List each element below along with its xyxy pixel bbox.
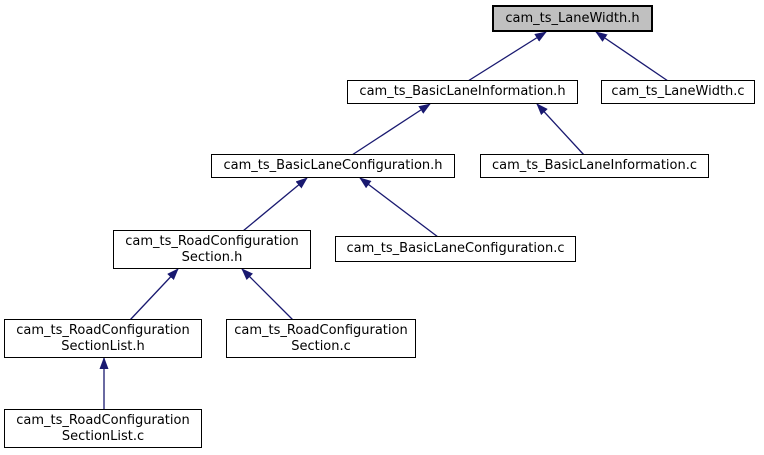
graph-node-label: cam_ts_LaneWidth.c [611,84,745,99]
graph-node-label: Section.c [291,338,351,354]
graph-node-label: cam_ts_RoadConfiguration [16,412,190,428]
edge-cam_ts_RoadConfigurationSection_c-to-cam_ts_RoadConfigurationSection_h [241,268,294,321]
graph-node-label: cam_ts_RoadConfiguration [125,233,299,249]
edge-cam_ts_RoadConfigurationSection_h-to-cam_ts_BasicLaneConfiguration_h [242,177,308,232]
graph-node-cam_ts_BasicLaneInformation_c[interactable]: cam_ts_BasicLaneInformation.c [480,154,709,178]
graph-node-label: cam_ts_RoadConfiguration [234,322,408,338]
graph-node-cam_ts_LaneWidth_h: cam_ts_LaneWidth.h [492,5,653,32]
graph-node-cam_ts_LaneWidth_c[interactable]: cam_ts_LaneWidth.c [601,80,755,104]
graph-node-label: SectionList.h [61,338,145,354]
graph-node-label: SectionList.c [61,428,145,444]
graph-node-label: cam_ts_LaneWidth.h [505,10,640,26]
graph-node-cam_ts_BasicLaneInformation_h[interactable]: cam_ts_BasicLaneInformation.h [347,80,578,104]
graph-node-label: cam_ts_BasicLaneConfiguration.h [223,158,443,173]
edge-cam_ts_BasicLaneConfiguration_c-to-cam_ts_BasicLaneConfiguration_h [359,177,439,238]
graph-node-label: cam_ts_BasicLaneConfiguration.c [346,241,565,256]
graph-node-label: Section.h [181,249,243,265]
graph-node-cam_ts_BasicLaneConfiguration_h[interactable]: cam_ts_BasicLaneConfiguration.h [211,154,455,178]
edge-cam_ts_RoadConfigurationSectionList_h-to-cam_ts_RoadConfigurationSection_h [129,268,179,321]
graph-node-label: cam_ts_RoadConfiguration [16,322,190,338]
edge-cam_ts_BasicLaneInformation_h-to-cam_ts_LaneWidth_h [467,31,547,82]
edge-cam_ts_BasicLaneConfiguration_h-to-cam_ts_BasicLaneInformation_h [351,103,431,156]
edge-cam_ts_BasicLaneInformation_c-to-cam_ts_BasicLaneInformation_h [536,103,585,156]
graph-node-label: cam_ts_BasicLaneInformation.h [359,84,566,99]
graph-node-cam_ts_BasicLaneConfiguration_c[interactable]: cam_ts_BasicLaneConfiguration.c [335,236,576,262]
edge-cam_ts_LaneWidth_c-to-cam_ts_LaneWidth_h [595,31,669,82]
graph-node-label: cam_ts_BasicLaneInformation.c [491,158,698,173]
